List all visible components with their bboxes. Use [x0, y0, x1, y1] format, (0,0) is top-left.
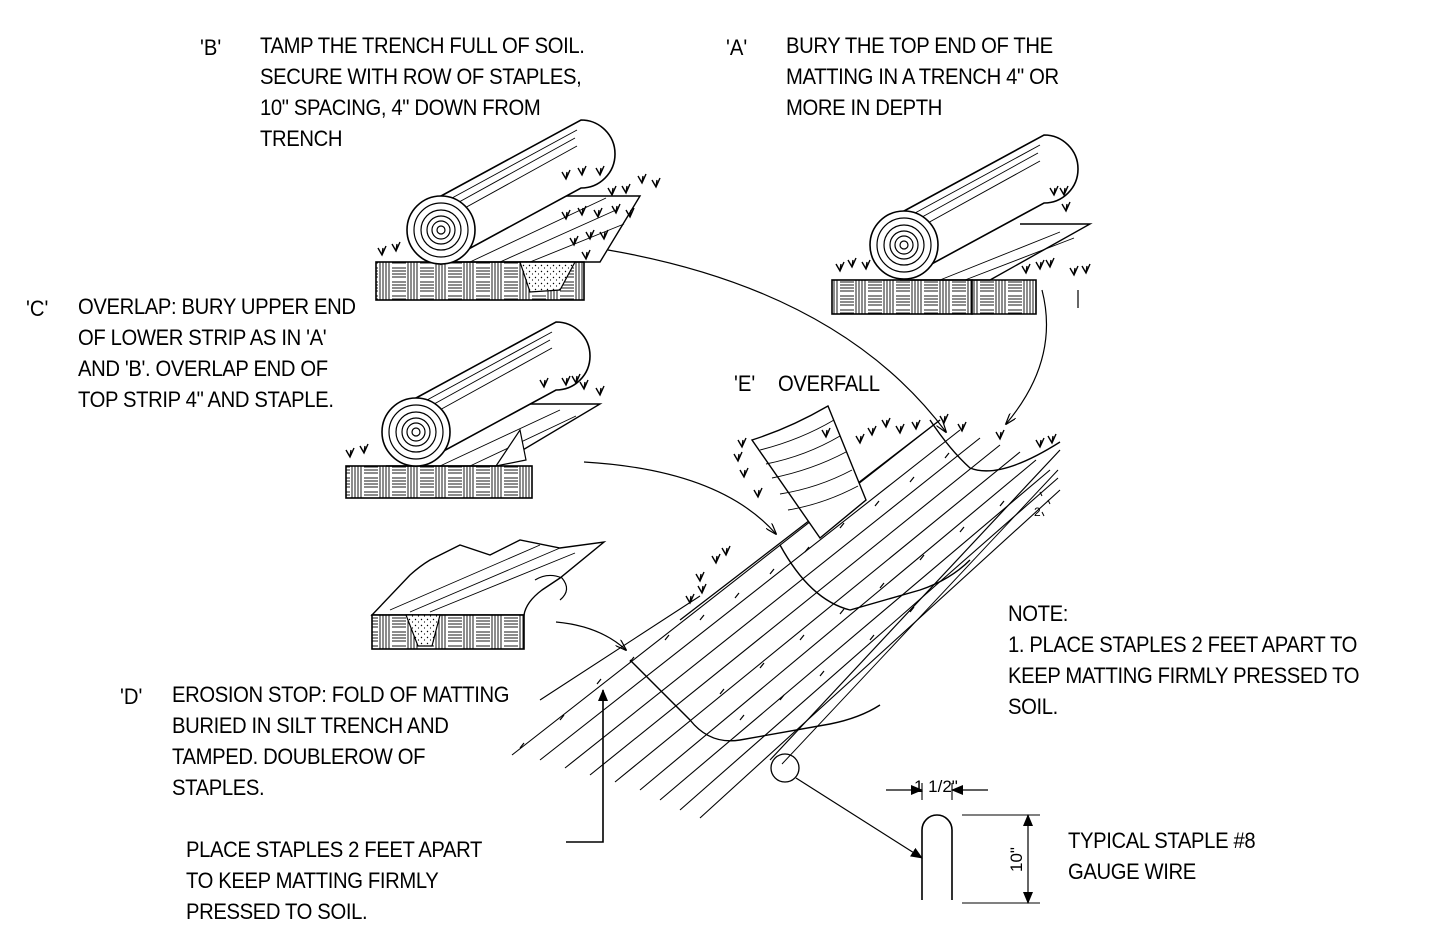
callout-c-line: OVERLAP: BURY UPPER END	[78, 294, 356, 319]
callout-b-text: TAMP THE TRENCH FULL OF SOIL. SECURE WIT…	[260, 30, 585, 154]
callout-c-line: OF LOWER STRIP AS IN 'A'	[78, 325, 327, 350]
callout-a-tag: 'A'	[726, 35, 748, 60]
callout-a-line: BURY THE TOP END OF THE	[786, 33, 1053, 58]
callout-a-line: MATTING IN A TRENCH 4" OR	[786, 64, 1059, 89]
arrow-from-d	[555, 621, 626, 650]
detail-a-roll	[831, 134, 1093, 315]
place-staples-line: PRESSED TO SOIL.	[186, 899, 368, 924]
callout-b-line: 10" SPACING, 4" DOWN FROM	[260, 95, 541, 120]
detail-b-roll	[375, 119, 661, 301]
detail-c-roll	[345, 321, 605, 499]
place-staples-leader	[566, 689, 608, 843]
callout-d-line: TAMPED. DOUBLEROW OF	[172, 744, 426, 769]
callout-d-line: STAPLES.	[172, 775, 265, 800]
note-line: 1. PLACE STAPLES 2 FEET APART TO	[1008, 632, 1357, 657]
staple-detail-line: GAUGE WIRE	[1068, 859, 1196, 884]
callout-b-tag: 'B'	[200, 35, 222, 60]
staple-height-dimension: 10"	[1007, 847, 1026, 872]
detail-d-section	[370, 539, 607, 650]
staple-detail-label: TYPICAL STAPLE #8 GAUGE WIRE	[1068, 825, 1256, 887]
arrow-from-b	[607, 249, 946, 432]
callout-a-line: MORE IN DEPTH	[786, 95, 943, 120]
arrow-from-a	[1006, 289, 1048, 424]
note-line: KEEP MATTING FIRMLY PRESSED TO	[1008, 663, 1360, 688]
callout-d-line: BURIED IN SILT TRENCH AND	[172, 713, 449, 738]
callout-c-line: TOP STRIP 4" AND STAPLE.	[78, 387, 334, 412]
staple-detail: 10"	[770, 753, 1040, 904]
callout-e-text: OVERFALL	[778, 371, 880, 396]
callout-e-tag: 'E'	[734, 371, 756, 396]
place-staples-line: PLACE STAPLES 2 FEET APART	[186, 837, 483, 862]
note-line: SOIL.	[1008, 694, 1058, 719]
callout-b-line: TAMP THE TRENCH FULL OF SOIL.	[260, 33, 585, 58]
note-block: NOTE: 1. PLACE STAPLES 2 FEET APART TO K…	[1008, 598, 1359, 722]
callout-d-tag: 'D'	[120, 684, 143, 709]
place-staples-text: PLACE STAPLES 2 FEET APART TO KEEP MATTI…	[186, 834, 482, 927]
channel-main: 2	[511, 413, 1061, 819]
note-title: NOTE:	[1008, 601, 1069, 626]
staple-detail-line: TYPICAL STAPLE #8	[1068, 828, 1256, 853]
callout-c-tag: 'C'	[26, 296, 49, 321]
callout-b-line: SECURE WITH ROW OF STAPLES,	[260, 64, 582, 89]
callout-d-line: EROSION STOP: FOLD OF MATTING	[172, 682, 510, 707]
svg-text:2: 2	[1034, 505, 1041, 519]
callout-c-text: OVERLAP: BURY UPPER END OF LOWER STRIP A…	[78, 291, 356, 415]
callout-a-text: BURY THE TOP END OF THE MATTING IN A TRE…	[786, 30, 1059, 123]
callout-d-text: EROSION STOP: FOLD OF MATTING BURIED IN …	[172, 679, 510, 803]
staple-width-dimension: 1 1/2"	[914, 777, 958, 796]
callout-b-line: TRENCH	[260, 126, 343, 151]
callout-c-line: AND 'B'. OVERLAP END OF	[78, 356, 328, 381]
overfall-flap	[733, 404, 867, 540]
place-staples-line: TO KEEP MATTING FIRMLY	[186, 868, 439, 893]
arrow-from-c	[583, 461, 776, 534]
